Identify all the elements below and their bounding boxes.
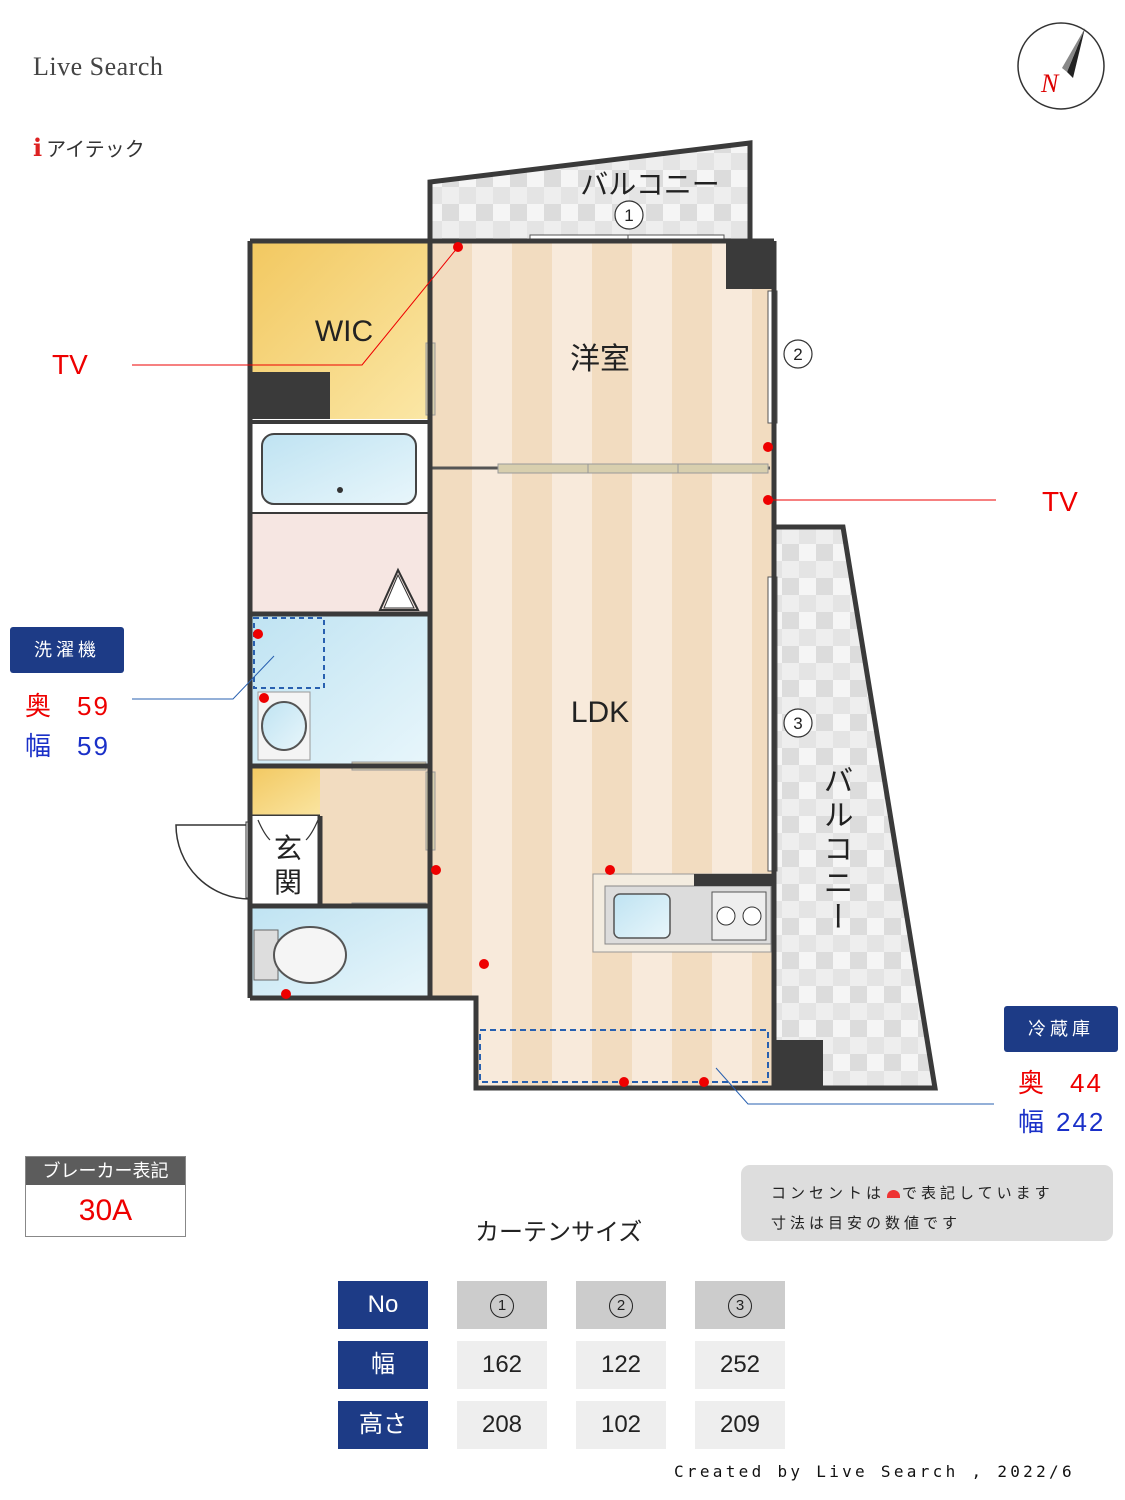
room-label-ldk: LDK xyxy=(571,696,629,729)
curtain-height-2: 102 xyxy=(576,1401,666,1449)
curtain-header-no: No xyxy=(338,1281,428,1329)
curtain-no-1: 1 xyxy=(490,1293,514,1318)
curtain-width-3: 252 xyxy=(695,1341,785,1389)
washer-width-key: 幅 xyxy=(25,731,54,761)
hallway xyxy=(320,766,430,906)
footer-credit: Created by Live Search , 2022/6 xyxy=(674,1462,1075,1481)
note-line2: 寸法は目安の数値です xyxy=(771,1215,962,1232)
curtain-no-2: 2 xyxy=(609,1293,633,1318)
curtain-no-3: 3 xyxy=(728,1293,752,1318)
window-number-1: 1 xyxy=(624,206,633,225)
room-label-balcony-right: バルコニー xyxy=(818,765,853,935)
balcony-right xyxy=(770,524,938,1091)
tv-label-right: TV xyxy=(1042,486,1078,517)
room-label-balcony-top: バルコニー xyxy=(580,168,719,201)
window-number-3: 3 xyxy=(793,714,802,733)
breaker-value: 30A xyxy=(78,1194,133,1227)
breaker-label: ブレーカー表記 xyxy=(26,1157,185,1185)
compass-icon: N xyxy=(1017,22,1105,110)
outlet-legend-icon xyxy=(887,1190,901,1199)
fridge-width: 幅 242 xyxy=(1018,1102,1105,1139)
window-number-2: 2 xyxy=(793,345,802,364)
bathtub-icon xyxy=(261,433,417,505)
washer-width-value: 59 xyxy=(77,731,110,761)
curtain-col-3: 3 xyxy=(695,1281,785,1329)
fridge-depth-value: 44 xyxy=(1070,1068,1103,1098)
breaker-box: ブレーカー表記 30A xyxy=(25,1156,186,1237)
curtain-height-1: 208 xyxy=(457,1401,547,1449)
toilet-icon xyxy=(273,926,347,984)
legend-note: コンセントはで表記しています 寸法は目安の数値です xyxy=(741,1165,1113,1241)
fridge-depth: 奥 44 xyxy=(1018,1063,1103,1100)
kitchen-sink-icon xyxy=(613,893,671,939)
genkan-area xyxy=(250,816,320,906)
curtain-width-2: 122 xyxy=(576,1341,666,1389)
room-label-genkan-1: 玄 xyxy=(274,832,302,865)
room-label-youshitsu: 洋室 xyxy=(570,342,630,377)
curtain-col-2: 2 xyxy=(576,1281,666,1329)
curtain-width-1: 162 xyxy=(457,1341,547,1389)
fridge-tag: 冷蔵庫 xyxy=(1004,1006,1118,1052)
washer-depth-value: 59 xyxy=(77,691,110,721)
room-label-wic: WIC xyxy=(315,315,373,348)
entry-door-icon xyxy=(175,824,251,900)
fridge-width-value: 242 xyxy=(1056,1107,1106,1137)
room-label-genkan-2: 関 xyxy=(274,866,302,899)
floor-plan: 1 2 3 WIC 洋室 LDK 玄 関 バルコニー バルコニー xyxy=(132,140,996,1105)
curtain-height-3: 209 xyxy=(695,1401,785,1449)
fridge-width-key: 幅 xyxy=(1018,1107,1047,1137)
washer-tag: 洗濯機 xyxy=(10,627,124,673)
company-logo: i アイテック xyxy=(33,133,145,162)
washer-depth: 奥 59 xyxy=(25,686,110,723)
curtain-width-label: 幅 xyxy=(338,1341,428,1389)
curtain-height-label: 高さ xyxy=(338,1401,428,1449)
tv-label-left: TV xyxy=(52,349,88,380)
company-logo-mark: i xyxy=(33,133,43,162)
note-line1-a: コンセントは xyxy=(771,1185,886,1202)
brand-title: Live Search xyxy=(33,52,164,81)
fridge-depth-key: 奥 xyxy=(1018,1068,1047,1098)
curtain-table-title: カーテンサイズ xyxy=(475,1219,643,1246)
washer-width: 幅 59 xyxy=(25,726,110,763)
company-name: アイテック xyxy=(46,137,145,161)
curtain-col-1: 1 xyxy=(457,1281,547,1329)
compass-north-label: N xyxy=(1040,69,1060,98)
note-line1-b: で表記しています xyxy=(902,1185,1054,1202)
washer-depth-key: 奥 xyxy=(25,691,54,721)
